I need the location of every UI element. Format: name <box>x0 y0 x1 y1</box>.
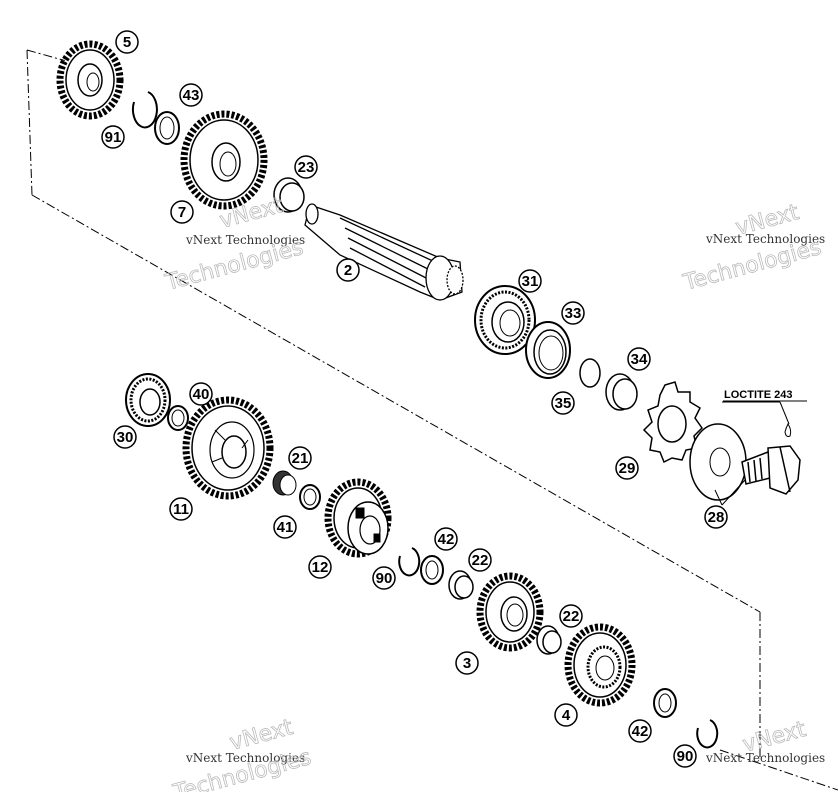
bolt <box>741 445 801 495</box>
bushing-22-lower <box>536 625 562 655</box>
washer-42-lower <box>653 688 677 718</box>
leader-lines <box>714 401 790 506</box>
callout-22-lower: 22 <box>563 608 580 625</box>
callout-21: 21 <box>292 450 309 467</box>
o-ring-35 <box>579 358 601 388</box>
gear-11 <box>182 396 274 500</box>
callout-31: 31 <box>522 273 539 290</box>
bearing-30 <box>125 373 171 427</box>
bearing-31 <box>474 285 536 355</box>
callout-30: 30 <box>117 429 134 446</box>
loctite-drop-icon <box>784 423 792 437</box>
callout-11: 11 <box>173 501 189 518</box>
sprocket-29 <box>642 381 703 464</box>
gear-12 <box>324 478 392 558</box>
callout-2: 2 <box>344 262 352 279</box>
circlip-90-lower <box>696 719 719 749</box>
callout-labels: 5 43 91 7 23 2 31 33 34 35 29 28 30 40 1… <box>105 34 725 765</box>
seal-33 <box>525 321 571 379</box>
callout-90-lower: 90 <box>677 748 694 765</box>
watermark-big-a: vNext <box>227 715 296 756</box>
callout-42-lower: 42 <box>632 723 649 740</box>
washer-42-upper <box>420 555 444 585</box>
callout-7: 7 <box>178 204 186 221</box>
circlip-91 <box>131 91 158 129</box>
shaft-2 <box>304 203 464 301</box>
gear-5 <box>56 40 124 120</box>
loctite-note: LOCTITE 243 <box>723 389 807 402</box>
washer-28 <box>689 423 747 501</box>
callout-90-upper: 90 <box>376 570 393 587</box>
callout-29: 29 <box>619 460 636 477</box>
washer-40 <box>167 405 189 431</box>
callout-3: 3 <box>463 655 471 672</box>
callout-22-upper: 22 <box>472 552 489 569</box>
assembly-frame <box>26 49 838 791</box>
washer-43 <box>154 111 180 145</box>
callout-34: 34 <box>631 351 648 368</box>
washer-41 <box>299 484 321 510</box>
callout-33: 33 <box>565 305 582 322</box>
needle-bearing-21 <box>272 470 297 496</box>
watermark-bottom-left: vNext vNext Technologies Technologies <box>170 715 315 792</box>
callout-43: 43 <box>183 87 200 104</box>
watermark-small: vNext Technologies <box>185 233 305 247</box>
watermark-small: vNext Technologies <box>705 751 825 765</box>
callout-23: 23 <box>298 159 315 176</box>
callout-12: 12 <box>312 559 329 576</box>
spacer-34 <box>605 373 638 411</box>
watermark-right: vNext vNext Technologies Technologies <box>680 200 825 297</box>
gear-3 <box>476 572 544 652</box>
watermark-bottom-right: vNext vNext Technologies <box>705 717 825 765</box>
callout-35: 35 <box>555 395 572 412</box>
gear-4 <box>564 623 636 707</box>
circlip-90-upper <box>398 547 421 577</box>
watermark-small: vNext Technologies <box>705 232 825 246</box>
callout-5: 5 <box>123 34 131 51</box>
watermark-small: vNext Technologies <box>185 751 305 765</box>
gear-7 <box>180 110 268 210</box>
callout-28: 28 <box>708 509 725 526</box>
callout-4: 4 <box>562 707 571 724</box>
callout-91: 91 <box>105 129 122 146</box>
bushing-22-upper <box>448 570 474 600</box>
callout-42-upper: 42 <box>438 531 455 548</box>
callout-41: 41 <box>277 519 294 536</box>
bushing-23 <box>273 177 305 213</box>
loctite-label: LOCTITE 243 <box>724 389 792 401</box>
callout-40: 40 <box>193 386 210 403</box>
callouts <box>101 30 728 768</box>
